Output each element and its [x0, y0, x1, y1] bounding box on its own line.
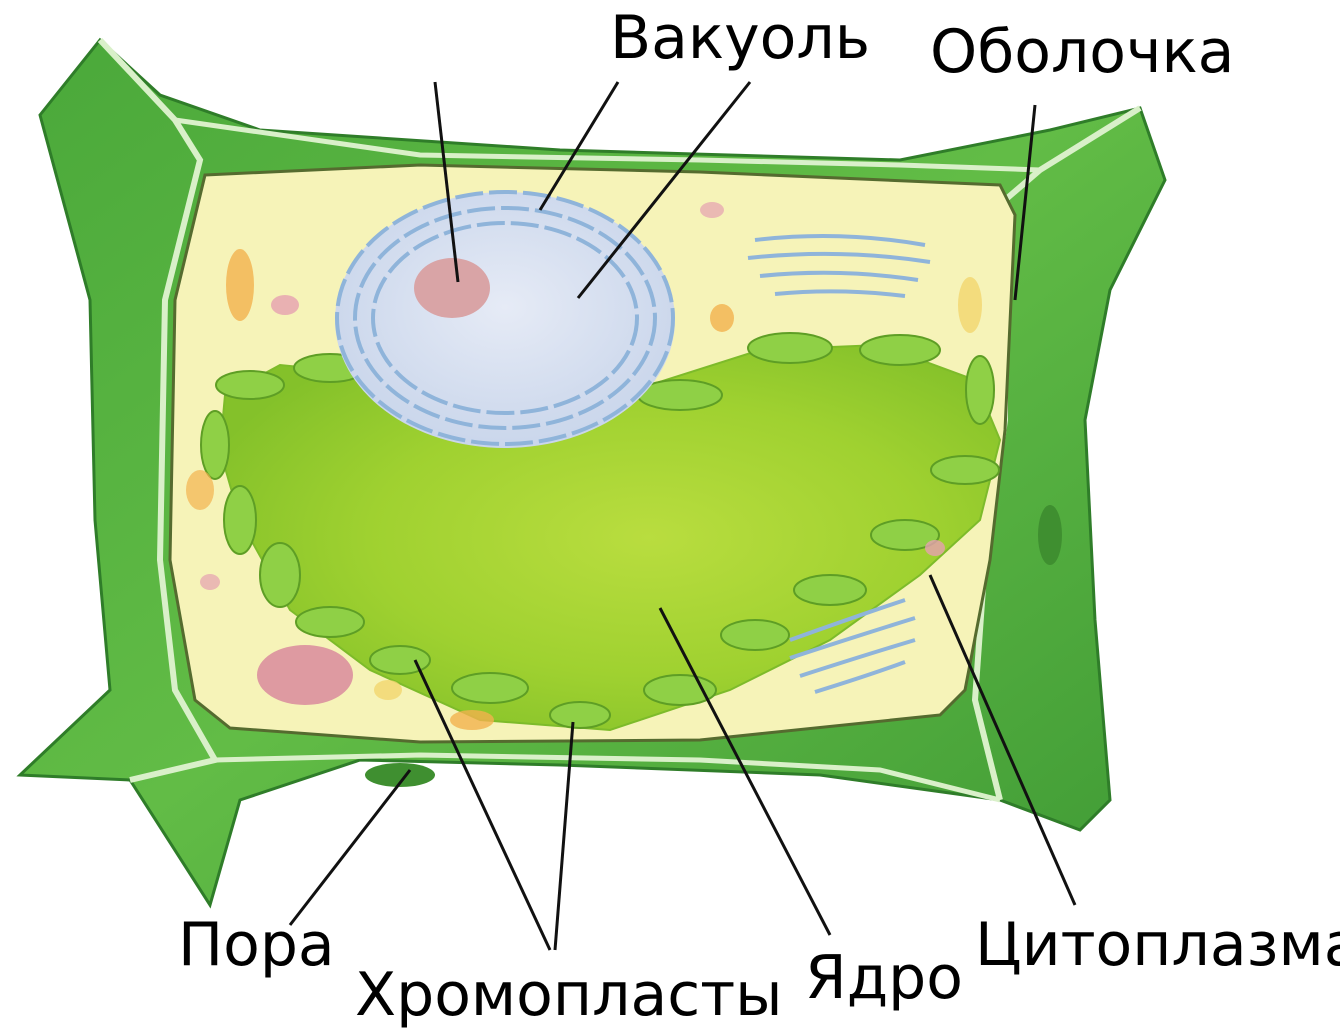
label-cell-wall: Оболочка [930, 22, 1234, 82]
nucleolus [414, 258, 490, 318]
label-vacuole: Вакуоль [610, 8, 870, 68]
label-cytoplasm: Цитоплазма [975, 915, 1340, 975]
label-pore: Пора [178, 915, 335, 975]
label-chromoplasts: Хромопласты [355, 965, 783, 1025]
leader-pore [290, 770, 410, 925]
label-nucleus: Ядро [805, 948, 963, 1008]
